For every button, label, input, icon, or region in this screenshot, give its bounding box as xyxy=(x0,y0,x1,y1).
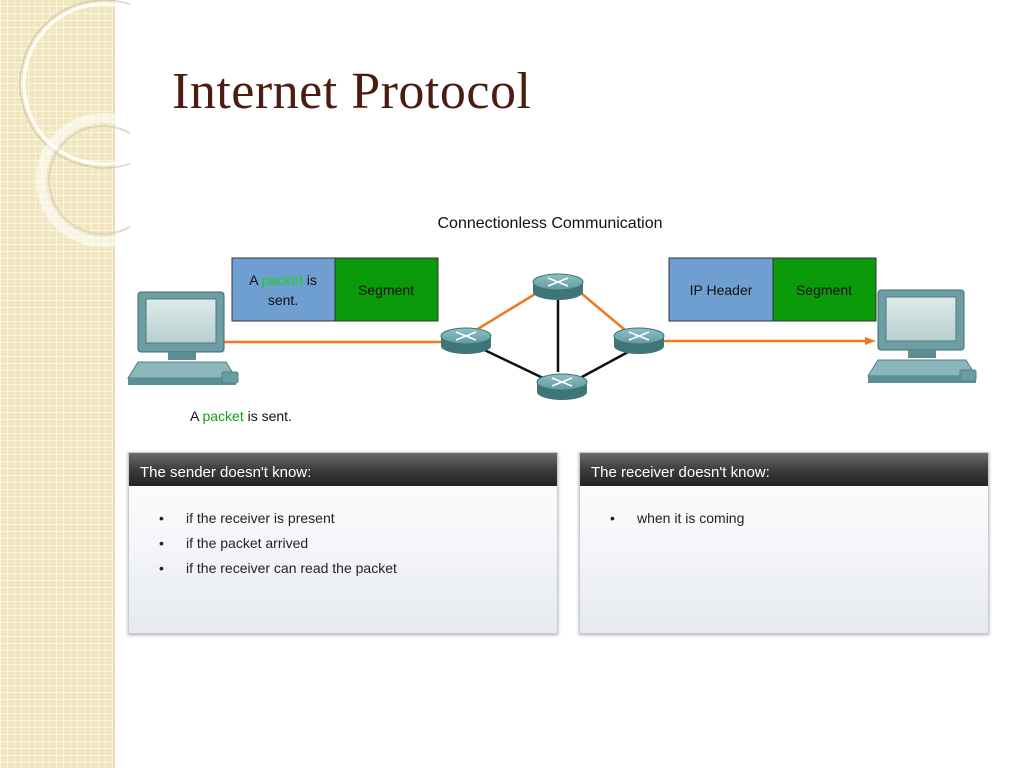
sender-packet-box: A packet is sent. Segment xyxy=(231,257,439,322)
receiver-segment-label: Segment xyxy=(796,282,852,298)
receiver-unknowns-list: when it is coming xyxy=(580,486,988,533)
list-item: if the receiver can read the packet xyxy=(159,558,557,583)
receiver-computer-icon xyxy=(867,289,977,383)
packet-caption: A packet is sent. xyxy=(190,408,292,424)
sender-computer-icon xyxy=(127,291,239,385)
sender-panel-title: The sender doesn't know: xyxy=(129,453,557,486)
slide-title: Internet Protocol xyxy=(172,63,532,120)
list-item: if the packet arrived xyxy=(159,533,557,558)
router-icon xyxy=(532,273,584,300)
sender-packet-line2: sent. xyxy=(268,292,298,308)
decorative-rings xyxy=(19,0,130,247)
router-icon xyxy=(613,327,665,354)
router-icon xyxy=(536,373,588,400)
packet-highlight: packet xyxy=(262,272,303,288)
caption-packet-highlight: packet xyxy=(202,408,243,424)
router-icon xyxy=(440,327,492,354)
sender-segment-label: Segment xyxy=(358,282,414,298)
sender-unknowns-panel: The sender doesn't know: if the receiver… xyxy=(128,452,558,634)
ip-header-label: IP Header xyxy=(690,282,753,298)
list-item: if the receiver is present xyxy=(159,508,557,533)
sender-packet-line1: A packet is xyxy=(249,272,317,288)
decorative-sidebar xyxy=(0,0,115,768)
diagram-title: Connectionless Communication xyxy=(438,215,663,232)
network-diagram: Connectionless Communication A packet is… xyxy=(127,215,977,424)
receiver-panel-title: The receiver doesn't know: xyxy=(580,453,988,486)
receiver-unknowns-panel: The receiver doesn't know: when it is co… xyxy=(579,452,989,634)
sender-unknowns-list: if the receiver is present if the packet… xyxy=(129,486,557,583)
list-item: when it is coming xyxy=(610,508,988,533)
receiver-packet-box: IP Header Segment xyxy=(668,257,877,322)
